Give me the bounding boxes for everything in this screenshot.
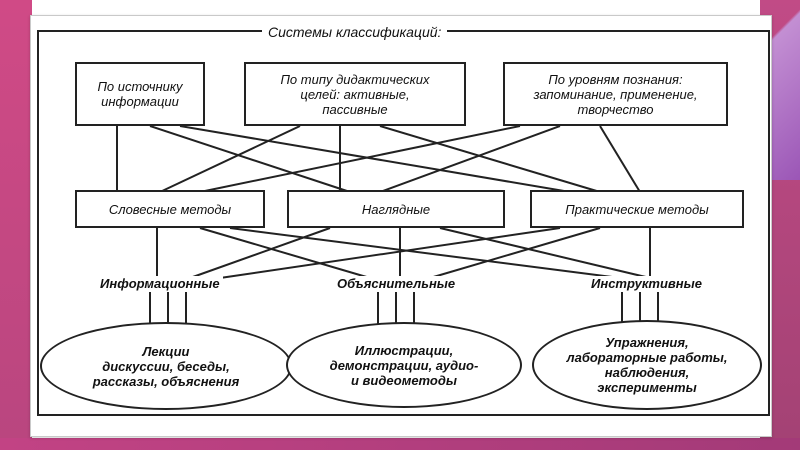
decorative-left-band bbox=[0, 0, 32, 450]
label-instructive: Инструктивные bbox=[588, 276, 705, 291]
connector-goal-practical bbox=[379, 125, 601, 193]
connector-goal-verbal bbox=[159, 125, 301, 193]
connector-verbal-instr bbox=[229, 227, 621, 279]
box-by-didactic-goals: По типу дидактических целей: активные, п… bbox=[244, 62, 466, 126]
connector-verbal-expl bbox=[199, 227, 371, 279]
box-visual-methods: Наглядные bbox=[287, 190, 505, 228]
box-verbal-methods: Словесные методы bbox=[75, 190, 265, 228]
diagram-title: Системы классификаций: bbox=[262, 24, 448, 40]
connector-src-practical bbox=[179, 125, 571, 193]
box-by-source: По источнику информации bbox=[75, 62, 205, 126]
label-explanatory: Объяснительные bbox=[334, 276, 459, 291]
box-by-cognition-level: По уровням познания: запоминание, примен… bbox=[503, 62, 728, 126]
box-practical-methods: Практические методы bbox=[530, 190, 744, 228]
connector-visual-instr bbox=[439, 227, 651, 279]
connector-practical-expl bbox=[429, 227, 601, 279]
label-informational: Информационные bbox=[97, 276, 223, 291]
ellipse-exercises: Упражнения, лабораторные работы, наблюде… bbox=[532, 320, 762, 410]
connector-level-visual bbox=[379, 125, 561, 193]
connector-practical-info bbox=[219, 227, 561, 279]
ellipse-lectures: Лекции дискуссии, беседы, рассказы, объя… bbox=[40, 322, 292, 410]
connector-src-visual bbox=[149, 125, 351, 193]
decorative-bottom-band bbox=[0, 438, 800, 450]
ellipse-illustrations: Иллюстрации, демонстрации, аудио- и виде… bbox=[286, 322, 522, 408]
connector-visual-info bbox=[189, 227, 331, 279]
connector-level-practical bbox=[599, 125, 641, 193]
connector-level-verbal bbox=[199, 125, 521, 193]
